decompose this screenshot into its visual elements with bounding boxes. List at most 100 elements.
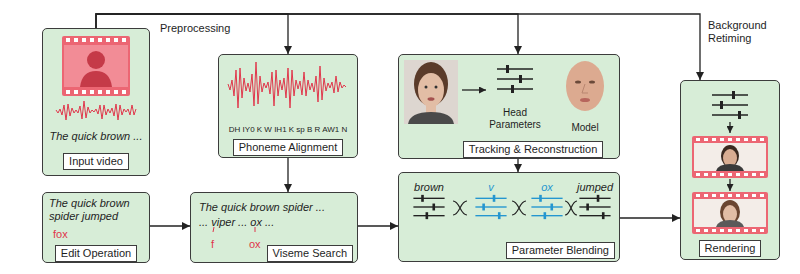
perforation [74,90,78,94]
audio-waveform [228,62,346,108]
perforation [66,90,70,94]
text-holder: Background Retiming [706,19,782,46]
input-panel: The quick brown ... Input video [42,28,150,176]
perforation [720,138,724,141]
text-holder: The quick brown spider ... [199,197,325,215]
connector-arrow [620,217,680,218]
text-holder: The quick brown spider jumped [49,197,145,224]
perforation [696,194,700,197]
perforation [712,138,716,141]
process-panel: The quick brown spider ...... viper ... … [190,192,358,263]
perforation [106,90,110,94]
perforation [712,173,716,176]
perforation [752,173,756,176]
text-holder: v [488,177,494,195]
panel-title: Edit Operation [55,245,137,262]
connector-arrow [358,225,398,226]
perforation [122,90,126,94]
perforation [752,194,756,197]
perforation [122,38,126,42]
leader-line [213,227,214,232]
perforation [114,38,118,42]
leader-line [255,227,256,232]
text-holder: DH IY0 K W IH1 K sp B R AW1 N [229,118,347,136]
face [418,73,444,107]
panel-text: v [488,181,494,194]
face [723,149,737,167]
perforation [736,194,740,197]
perforation [736,138,740,141]
shoulders [716,164,744,171]
perforation [90,90,94,94]
text-holder: fox [53,224,68,242]
panel-text: Head Parameters [482,107,548,131]
slider-icon [579,195,610,219]
perforation [736,173,740,176]
perforation [66,38,70,42]
eye [425,86,428,89]
text-holder: Input video [63,151,129,170]
output-panel: Rendering [680,80,780,260]
perforation [82,38,86,42]
film-picture [694,199,766,227]
face-photo [404,60,458,124]
flow-arrow [729,179,730,191]
eye [435,86,438,89]
perforation [760,229,764,232]
perforation [114,90,118,94]
blend-symbol [565,201,577,215]
hair [720,200,740,224]
flow-arrow [462,89,486,90]
perforation [704,138,708,141]
edge-label: Background Retiming [706,19,782,45]
silhouette-body [80,71,112,87]
text-holder: Head Parameters [482,107,548,132]
perforation [98,90,102,94]
panel-title: Phoneme Alignment [233,139,343,156]
panel-text: The quick brown ... [50,130,143,143]
film-frame [62,36,130,96]
perforation [704,194,708,197]
panel-text: The quick brown spider ... [199,201,325,214]
perforation [712,229,716,232]
mouth [580,98,590,102]
text-holder: Edit Operation [55,243,137,262]
eye [575,80,581,83]
film-icon [62,36,130,96]
perforation [696,173,700,176]
neck [426,102,436,114]
silhouette-head [87,51,105,69]
panel-text: brown [414,181,444,194]
perforation [696,138,700,141]
perforation [728,229,732,232]
panel-title: Tracking & Reconstruction [463,141,604,158]
perforation [744,173,748,176]
panel-text: The quick brown spider jumped [49,197,145,223]
slider-icon [712,91,748,119]
hair [721,145,739,167]
panel-text: DH IY0 K W IH1 K sp B R AW1 N [229,125,347,135]
text-holder: ox [541,177,553,195]
text-holder: Preprocessing [158,18,232,36]
perforation [696,229,700,232]
panel-text: Model [571,122,598,134]
perforation [720,173,724,176]
connector-arrow [150,225,190,226]
panel-title: Parameter Blending [506,242,615,259]
film-perforations [66,38,126,94]
panel-text: ox [249,238,261,251]
text-holder: brown [414,177,444,195]
face-model [566,61,604,111]
input-panel: The quick brown spider jumped foxEdit Ope… [42,192,150,263]
text-holder: f [211,234,214,252]
perforation [744,138,748,141]
panel-text: fox [53,228,68,241]
perforation [720,194,724,197]
flow-arrow [729,122,730,133]
eye [589,80,595,83]
panel-text: jumped [577,181,613,194]
text-holder: Model [571,117,598,135]
text-holder: Viseme Search [267,243,353,262]
shoulders [716,220,744,227]
process-panel: DH IY0 K W IH1 K sp B R AW1 N Phoneme Ali… [218,54,358,158]
